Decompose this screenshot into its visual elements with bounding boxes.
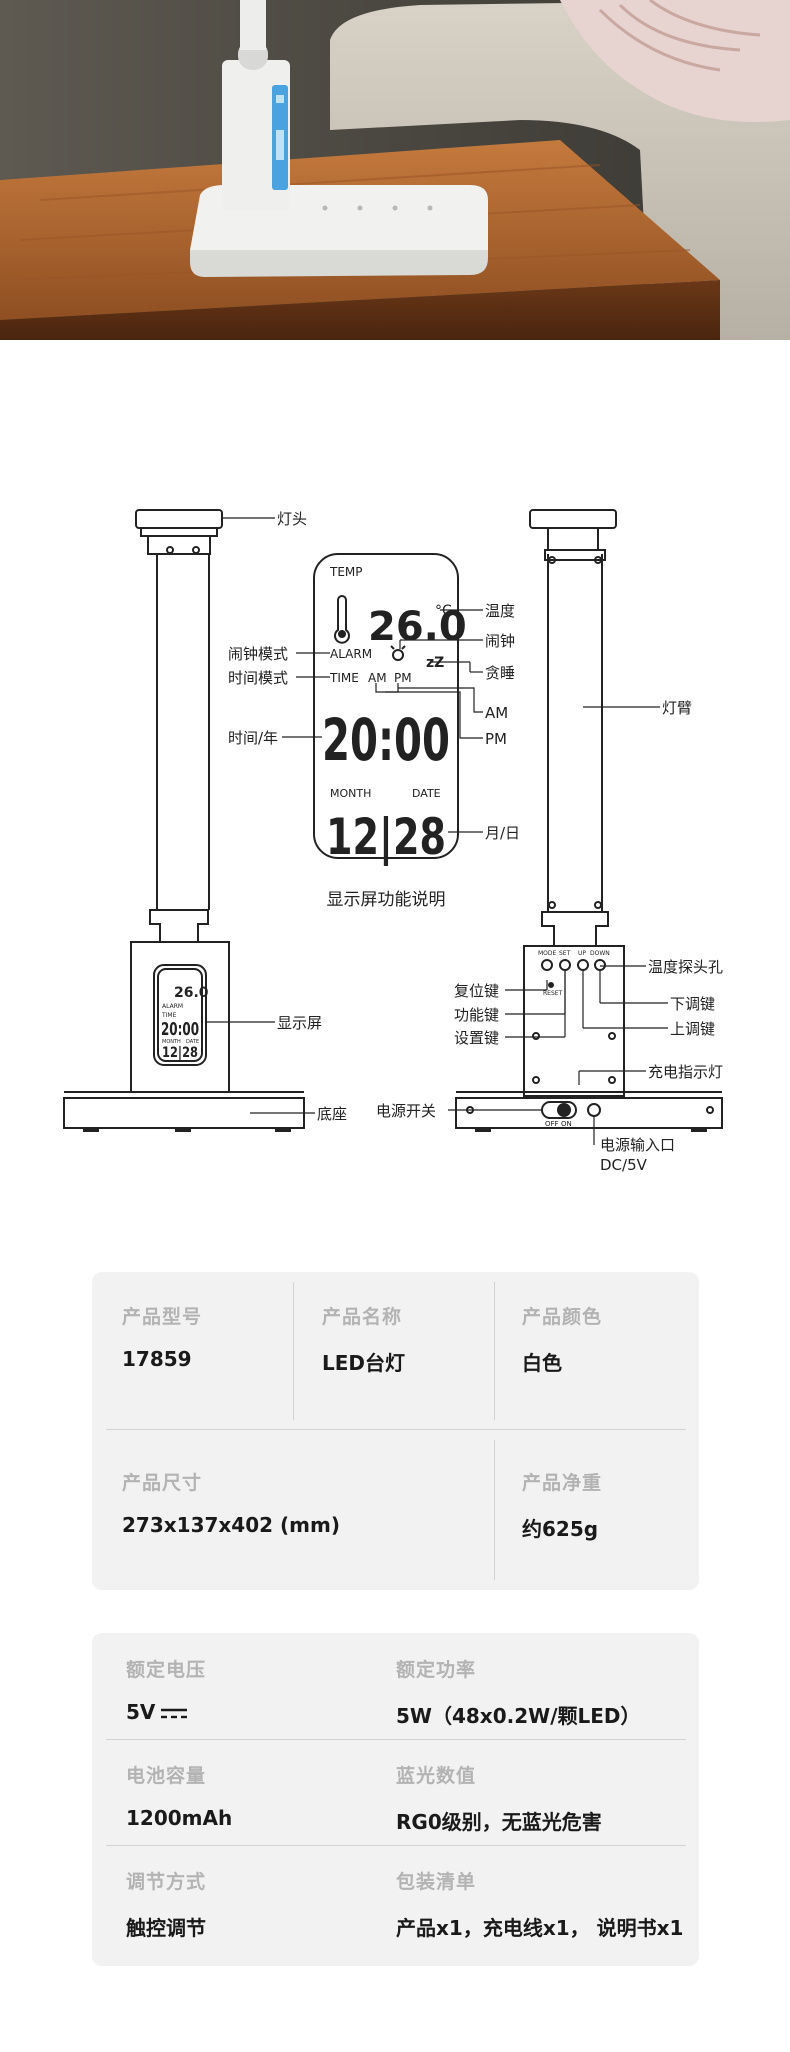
small-lcd-month: MONTH bbox=[162, 1039, 181, 1045]
callout-charge-led: 充电指示灯 bbox=[648, 1063, 723, 1081]
snooze-icon: zZ bbox=[426, 655, 444, 671]
spec-panel-basic: 产品型号 17859 产品名称 LED台灯 产品颜色 白色 产品尺寸 273x1… bbox=[92, 1272, 699, 1590]
callout-power-input: 电源输入口 bbox=[600, 1136, 675, 1154]
callout-power-input-spec: DC/5V bbox=[600, 1156, 648, 1174]
spec-size: 产品尺寸 273x137x402 (mm) bbox=[122, 1468, 340, 1537]
callout-alarm: 闹钟 bbox=[485, 632, 515, 650]
spec-label: 调节方式 bbox=[126, 1871, 207, 1893]
lcd-pm-label: PM bbox=[394, 671, 412, 685]
lcd-caption: 显示屏功能说明 bbox=[327, 890, 446, 910]
lamp-on-table-illustration bbox=[0, 0, 790, 340]
lcd-temp-label: TEMP bbox=[329, 565, 363, 579]
spec-label: 额定功率 bbox=[396, 1659, 477, 1681]
spec-battery: 电池容量 1200mAh bbox=[126, 1761, 232, 1830]
small-lcd-time-label: TIME bbox=[161, 1012, 177, 1019]
spec-model: 产品型号 17859 bbox=[122, 1302, 202, 1371]
spec-label: 电池容量 bbox=[126, 1765, 207, 1787]
set-label: SET bbox=[559, 950, 571, 957]
switch-off-label: OFF bbox=[545, 1120, 559, 1128]
divider bbox=[494, 1440, 495, 1580]
spec-value: 17859 bbox=[122, 1347, 192, 1371]
spec-label: 产品净重 bbox=[522, 1472, 603, 1494]
spec-label: 蓝光数值 bbox=[396, 1765, 477, 1787]
up-label: UP bbox=[578, 950, 586, 957]
dc-symbol-icon bbox=[161, 1708, 188, 1718]
callout-alarm-mode: 闹钟模式 bbox=[228, 645, 288, 663]
spec-value: RG0级别，无蓝光危害 bbox=[396, 1810, 602, 1834]
small-lcd-temp: 26.0 bbox=[174, 985, 209, 1001]
spec-blue-light: 蓝光数值 RG0级别，无蓝光危害 bbox=[396, 1761, 602, 1835]
callout-base: 底座 bbox=[317, 1105, 347, 1123]
divider bbox=[494, 1282, 495, 1420]
product-diagram: 26.0 °C TEMP ALARM TIME AM PM zZ 20:00 M… bbox=[0, 340, 790, 1240]
small-lcd: 26.0 ALARM TIME 20:00 MONTH DATE 12|28 bbox=[161, 985, 209, 1061]
spec-weight: 产品净重 约625g bbox=[522, 1468, 602, 1542]
callout-setting-key: 设置键 bbox=[454, 1029, 499, 1047]
spec-label: 产品颜色 bbox=[522, 1306, 603, 1328]
divider bbox=[106, 1845, 686, 1846]
spec-value: 273x137x402 (mm) bbox=[122, 1513, 340, 1537]
spec-value: 5V bbox=[126, 1700, 206, 1724]
divider bbox=[106, 1429, 686, 1430]
spec-value: 5W（48x0.2W/颗LED） bbox=[396, 1704, 641, 1728]
hero-photo bbox=[0, 0, 790, 340]
small-lcd-date: 12|28 bbox=[162, 1045, 198, 1061]
small-lcd-date-label: DATE bbox=[186, 1039, 199, 1045]
lcd-time-label: TIME bbox=[329, 671, 359, 685]
mode-label: MODE bbox=[538, 950, 557, 957]
small-lcd-alarm: ALARM bbox=[162, 1003, 183, 1010]
callout-temp-probe: 温度探头孔 bbox=[648, 958, 723, 976]
lcd-temp-digits: 26.0 °C bbox=[368, 603, 467, 650]
callout-function-key: 功能键 bbox=[454, 1006, 499, 1024]
callout-time-mode: 时间模式 bbox=[228, 669, 288, 687]
callout-pm: PM bbox=[485, 730, 507, 748]
lcd-date-label: DATE bbox=[412, 787, 441, 800]
lcd-temp-value: 26.0 bbox=[368, 604, 467, 650]
spec-label: 包装清单 bbox=[396, 1871, 477, 1893]
spec-label: 产品名称 bbox=[322, 1306, 403, 1328]
spec-value: 白色 bbox=[522, 1351, 562, 1375]
lcd-alarm-label: ALARM bbox=[330, 647, 372, 661]
spec-name: 产品名称 LED台灯 bbox=[322, 1302, 405, 1376]
small-lcd-time: 20:00 bbox=[161, 1019, 199, 1040]
spec-adjust: 调节方式 触控调节 bbox=[126, 1867, 206, 1941]
reset-label: RESET bbox=[543, 990, 563, 997]
spec-value-text: 5V bbox=[126, 1700, 156, 1724]
callout-lamp-arm: 灯臂 bbox=[662, 699, 692, 717]
spec-value: 产品x1，充电线x1， 说明书x1 bbox=[396, 1916, 684, 1940]
spec-package: 包装清单 产品x1，充电线x1， 说明书x1 bbox=[396, 1867, 683, 1941]
lcd-time-value: 20:00 bbox=[322, 706, 450, 774]
callout-month-day: 月/日 bbox=[485, 824, 520, 842]
spec-color: 产品颜色 白色 bbox=[522, 1302, 602, 1376]
spec-value: 1200mAh bbox=[126, 1806, 233, 1830]
callout-display: 显示屏 bbox=[277, 1014, 322, 1032]
down-label: DOWN bbox=[590, 950, 610, 957]
callout-temperature: 温度 bbox=[485, 602, 515, 620]
callout-up-key: 上调键 bbox=[670, 1020, 715, 1038]
callout-time-year: 时间/年 bbox=[228, 729, 278, 747]
spec-label: 额定电压 bbox=[126, 1659, 207, 1681]
spec-panel-electrical: 额定电压 5V 额定功率 5W（48x0.2W/颗LED） 电池容量 1200m… bbox=[92, 1633, 699, 1966]
lcd-temp-unit: °C bbox=[435, 603, 452, 619]
spec-value: 约625g bbox=[522, 1517, 599, 1541]
spec-value: 触控调节 bbox=[126, 1916, 206, 1940]
divider bbox=[106, 1739, 686, 1740]
spec-voltage: 额定电压 5V bbox=[126, 1655, 206, 1724]
lcd-am-label: AM bbox=[368, 671, 387, 685]
spec-value: LED台灯 bbox=[322, 1351, 406, 1375]
spec-label: 产品尺寸 bbox=[122, 1472, 203, 1494]
callout-snooze: 贪睡 bbox=[485, 664, 515, 682]
callout-reset-key: 复位键 bbox=[454, 982, 499, 1000]
lcd-date-value: 12|28 bbox=[326, 808, 446, 866]
spec-power: 额定功率 5W（48x0.2W/颗LED） bbox=[396, 1655, 641, 1729]
spec-label: 产品型号 bbox=[122, 1306, 203, 1328]
callout-am: AM bbox=[485, 704, 508, 722]
switch-on-label: ON bbox=[561, 1120, 572, 1128]
callout-down-key: 下调键 bbox=[670, 995, 715, 1013]
divider bbox=[293, 1282, 294, 1420]
callout-lamp-head: 灯头 bbox=[277, 510, 307, 528]
callout-power-switch: 电源开关 bbox=[376, 1102, 436, 1120]
lamp-diagram-svg: 26.0 °C TEMP ALARM TIME AM PM zZ 20:00 M… bbox=[63, 509, 723, 1174]
lcd-month-label: MONTH bbox=[330, 787, 371, 800]
